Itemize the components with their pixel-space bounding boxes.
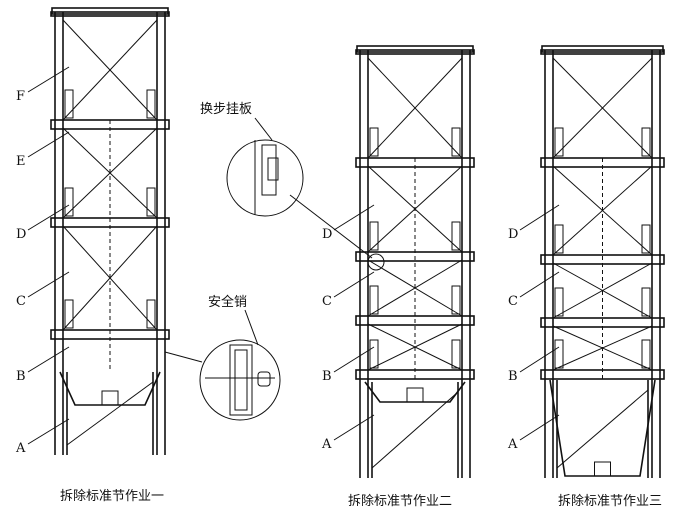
label-a: A — [321, 437, 332, 452]
climbing-jack — [554, 287, 564, 317]
jack-base — [101, 390, 119, 406]
lower-brace — [556, 389, 649, 469]
diagonal-brace — [552, 57, 653, 159]
label-d: D — [322, 227, 332, 242]
label-b: B — [16, 369, 26, 384]
climbing-jack — [554, 224, 564, 254]
climbing-jack — [451, 127, 461, 157]
cradle — [59, 371, 161, 406]
climbing-jack — [554, 339, 564, 369]
cross-beam — [50, 11, 170, 17]
climbing-jack — [64, 187, 74, 217]
label-leader — [519, 271, 560, 298]
top-beam — [356, 45, 474, 53]
lower-brace — [371, 391, 459, 469]
label-d: D — [508, 227, 518, 242]
top-beam — [51, 7, 169, 15]
label-leader — [27, 271, 70, 298]
label-b: B — [508, 369, 518, 384]
climbing-jack — [641, 224, 651, 254]
callout-safety-pin: 安全销 — [164, 294, 281, 421]
label-b: B — [322, 369, 332, 384]
label-leader — [27, 66, 70, 93]
caption-operation-3: 拆除标准节作业三 — [558, 494, 662, 509]
label-leader — [27, 204, 70, 231]
climbing-jack — [641, 339, 651, 369]
cross-beam — [540, 49, 665, 55]
diagonal-brace — [552, 262, 653, 319]
tower-operation-3: D C B A — [507, 45, 665, 478]
label-leader — [333, 271, 375, 298]
climbing-jack — [146, 299, 156, 329]
climbing-jack — [64, 89, 74, 119]
label-c: C — [322, 294, 332, 309]
jack-base — [594, 461, 611, 477]
label-c: C — [508, 294, 518, 309]
label-leader — [333, 204, 375, 231]
callout-safety-pin-label: 安全销 — [208, 294, 247, 310]
cross-beam — [355, 49, 475, 55]
label-f: F — [16, 89, 25, 104]
diagonal-brace — [367, 57, 463, 159]
climbing-jack — [64, 299, 74, 329]
diagonal-brace — [62, 19, 158, 121]
climbing-jack — [554, 127, 564, 157]
climbing-jack — [451, 221, 461, 251]
label-leader — [333, 346, 375, 373]
label-leader — [27, 346, 70, 373]
label-leader — [27, 418, 70, 445]
label-leader — [519, 414, 560, 441]
climbing-jack — [641, 127, 651, 157]
climbing-jack — [641, 287, 651, 317]
climbing-jack — [369, 339, 379, 369]
climbing-jack — [369, 127, 379, 157]
label-d: D — [16, 227, 26, 242]
label-e: E — [16, 154, 26, 169]
climbing-jack — [146, 89, 156, 119]
label-a: A — [15, 441, 26, 456]
climbing-jack — [451, 339, 461, 369]
lower-brace — [66, 381, 154, 446]
tower-operation-1: F E D C B A — [15, 7, 170, 456]
label-a: A — [507, 437, 518, 452]
label-leader — [519, 346, 560, 373]
callout-step-plate-label: 换步挂板 — [200, 102, 252, 117]
label-c: C — [16, 294, 26, 309]
caption-operation-1: 拆除标准节作业一 — [60, 489, 164, 504]
tower-operation-2: D C B A — [321, 45, 475, 478]
jack-base — [406, 387, 424, 403]
climbing-jack — [369, 221, 379, 251]
climbing-jack — [451, 285, 461, 315]
top-beam — [541, 45, 664, 53]
climbing-jack — [369, 285, 379, 315]
caption-operation-2: 拆除标准节作业二 — [348, 494, 452, 509]
label-leader — [333, 414, 375, 441]
label-leader — [519, 204, 560, 231]
callout-step-plate: 换步挂板 — [200, 102, 385, 271]
climbing-jack — [146, 187, 156, 217]
label-leader — [27, 131, 70, 158]
